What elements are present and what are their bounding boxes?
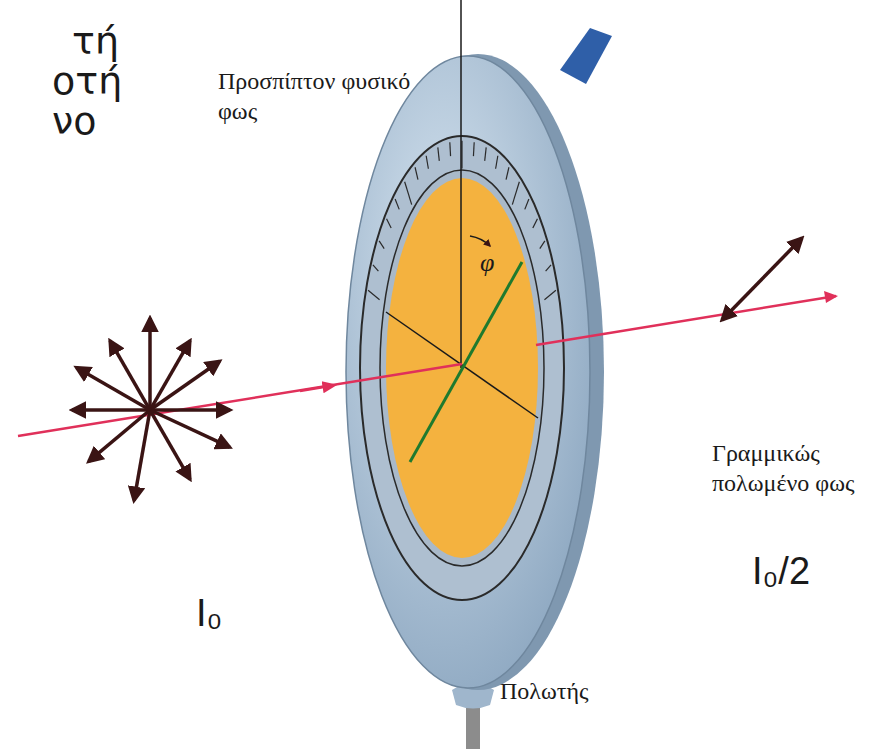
field-vector (150, 361, 220, 410)
field-vector (150, 408, 230, 412)
scale-tick (438, 147, 439, 161)
scale-tick (387, 219, 392, 228)
scale-tick (473, 142, 475, 156)
field-vector (72, 408, 150, 412)
scale-tick (449, 142, 451, 156)
reference-line (460, 0, 462, 178)
field-vector (110, 341, 150, 410)
transmitted-beam (536, 296, 836, 345)
field-vector (89, 410, 150, 461)
scale-tick (533, 219, 538, 228)
scale-tick (525, 199, 529, 209)
beam-arrow (300, 386, 330, 391)
intensity-label: I₀ (196, 594, 222, 632)
slide-text: οτή (52, 62, 122, 100)
incident-light-label: Προσπίπτον φυσικό φως (218, 66, 418, 126)
polarizing-sheet (386, 178, 538, 558)
polarized-light-label: Γραμμικώς πολωμένο φως (712, 438, 862, 498)
scale-tick (426, 156, 428, 169)
incident-beam (18, 364, 462, 436)
scale-tick (546, 265, 551, 271)
intensity-label: I₀/2 (752, 552, 810, 590)
field-vector (150, 410, 190, 479)
beam-arrow (824, 291, 838, 303)
scale-tick (485, 147, 486, 161)
disk-face (346, 56, 590, 688)
angle-label: φ (480, 250, 494, 276)
handle (560, 28, 612, 84)
inner-ring (380, 170, 544, 566)
unpolarized-field (72, 318, 230, 501)
scale-tick (496, 156, 498, 169)
slide-text: τή (72, 22, 119, 60)
field-vector (148, 318, 152, 410)
scale-tick (506, 167, 509, 179)
scale-tick (405, 182, 412, 205)
angle-arrow (470, 236, 490, 246)
scale-tick (415, 167, 418, 179)
polarization-vector (722, 238, 802, 320)
scale-tick (379, 241, 384, 249)
scale-tick (368, 290, 380, 300)
polarizer-label: Πολωτής (500, 676, 588, 706)
scale-tick (512, 182, 519, 205)
transmission-axis (410, 262, 522, 462)
scale-ring (360, 136, 564, 600)
reference-line (460, 178, 462, 368)
scale-tick (540, 241, 545, 249)
field-vector (150, 341, 190, 410)
scale-tick (544, 290, 556, 300)
scale-tick (395, 199, 399, 209)
slide-text: νο (52, 102, 96, 140)
scale-tick (373, 265, 378, 271)
